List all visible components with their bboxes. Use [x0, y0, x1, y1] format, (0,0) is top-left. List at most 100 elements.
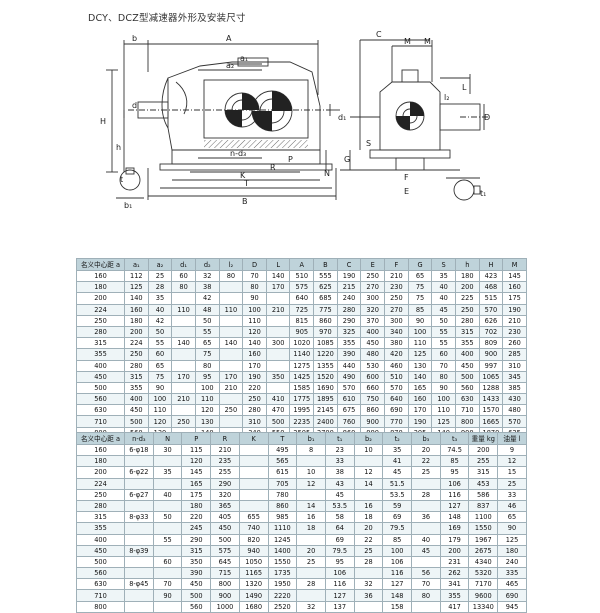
- table-cell: 1967: [468, 533, 499, 546]
- table-cell: 59: [382, 499, 413, 513]
- table-cell: [152, 499, 183, 513]
- table-cell: 560: [454, 381, 480, 395]
- table-cell: 6-φ18: [124, 443, 154, 457]
- table-cell: 600: [360, 370, 386, 383]
- table-cell: 95: [439, 466, 470, 479]
- table-cell: 200: [439, 544, 470, 557]
- table-cell: 1085: [313, 337, 338, 350]
- row-label: 500: [76, 381, 125, 395]
- column-header: S: [431, 258, 456, 271]
- table-cell: 35: [382, 443, 413, 457]
- table-cell: 820: [238, 533, 269, 546]
- table-cell: 116: [439, 488, 470, 501]
- table-cell: 190: [242, 370, 267, 383]
- row-label: 450: [76, 370, 125, 383]
- table-cell: 160: [242, 348, 267, 361]
- table-cell: [218, 359, 244, 372]
- table-cell: 400: [124, 393, 149, 406]
- table-cell: 110: [242, 314, 267, 327]
- table-cell: 230: [502, 325, 527, 339]
- table-cell: [265, 348, 291, 361]
- table-cell: 725: [289, 303, 315, 316]
- table-cell: 35: [147, 292, 173, 305]
- table-cell: 85: [439, 455, 470, 468]
- table-cell: 715: [210, 567, 240, 580]
- table-cell: 250: [218, 404, 244, 417]
- table-cell: 780: [267, 488, 298, 501]
- table-cell: 55: [194, 325, 220, 339]
- table-cell: 38: [194, 281, 220, 294]
- table-cell: 180: [497, 544, 527, 557]
- table-cell: 42: [147, 314, 173, 327]
- table-cell: 100: [382, 544, 413, 557]
- table-cell: 12: [497, 455, 527, 468]
- table-cell: 180: [181, 499, 212, 513]
- svg-text:H: H: [100, 117, 106, 126]
- table-cell: 615: [267, 466, 298, 479]
- table-cell: 55: [147, 337, 173, 350]
- svg-text:a₁: a₁: [240, 54, 248, 63]
- table-cell: 1288: [478, 381, 504, 395]
- table-cell: 290: [210, 477, 240, 490]
- table-cell: 1665: [478, 415, 504, 428]
- table-cell: 2145: [313, 404, 338, 417]
- table-cell: 510: [384, 370, 409, 383]
- table-cell: [152, 522, 183, 535]
- table-cell: 215: [336, 281, 362, 294]
- table-cell: [411, 522, 441, 535]
- table-cell: 100: [194, 381, 220, 395]
- column-header: E: [360, 258, 386, 271]
- table-cell: 15: [497, 466, 527, 479]
- table-cell: 1570: [478, 404, 504, 417]
- table-cell: [238, 466, 269, 479]
- table-cell: 20: [296, 544, 326, 557]
- svg-text:P: P: [288, 155, 293, 164]
- table-cell: 280: [124, 359, 149, 372]
- table-cell: 60: [147, 348, 173, 361]
- table-cell: 240: [336, 292, 362, 305]
- table-cell: 1950: [267, 578, 298, 591]
- table-cell: 315: [468, 466, 499, 479]
- table-cell: 570: [478, 303, 504, 316]
- row-label: 250: [76, 314, 125, 327]
- svg-text:t: t: [120, 175, 123, 184]
- table-cell: 127: [439, 499, 470, 513]
- table-cell: 423: [478, 269, 504, 283]
- table-cell: 169: [439, 522, 470, 535]
- table-cell: 2235: [289, 415, 315, 428]
- table-cell: 260: [502, 337, 527, 350]
- table-cell: 53.5: [324, 499, 355, 513]
- table-cell: [353, 455, 384, 468]
- column-header: D: [242, 258, 267, 271]
- table-cell: 515: [478, 292, 504, 305]
- table-cell: [218, 348, 244, 361]
- row-label: 280: [76, 325, 125, 339]
- table-cell: [238, 488, 269, 501]
- table-cell: 365: [210, 499, 240, 513]
- table-cell: 800: [210, 578, 240, 591]
- table-cell: 290: [336, 314, 362, 327]
- table-cell: 660: [360, 381, 386, 395]
- table-cell: 20: [411, 443, 441, 457]
- table-cell: [353, 567, 384, 580]
- table-cell: 45: [382, 466, 413, 479]
- table-cell: 300: [360, 292, 386, 305]
- table-cell: 5320: [468, 567, 499, 580]
- table-cell: 460: [384, 359, 409, 372]
- table-cell: 1735: [267, 567, 298, 580]
- table-cell: 245: [181, 522, 212, 535]
- table-cell: [411, 477, 441, 490]
- table-cell: 74.5: [439, 443, 470, 457]
- table-cell: 190: [336, 269, 362, 283]
- table-cell: [124, 455, 154, 468]
- table-cell: 110: [147, 404, 173, 417]
